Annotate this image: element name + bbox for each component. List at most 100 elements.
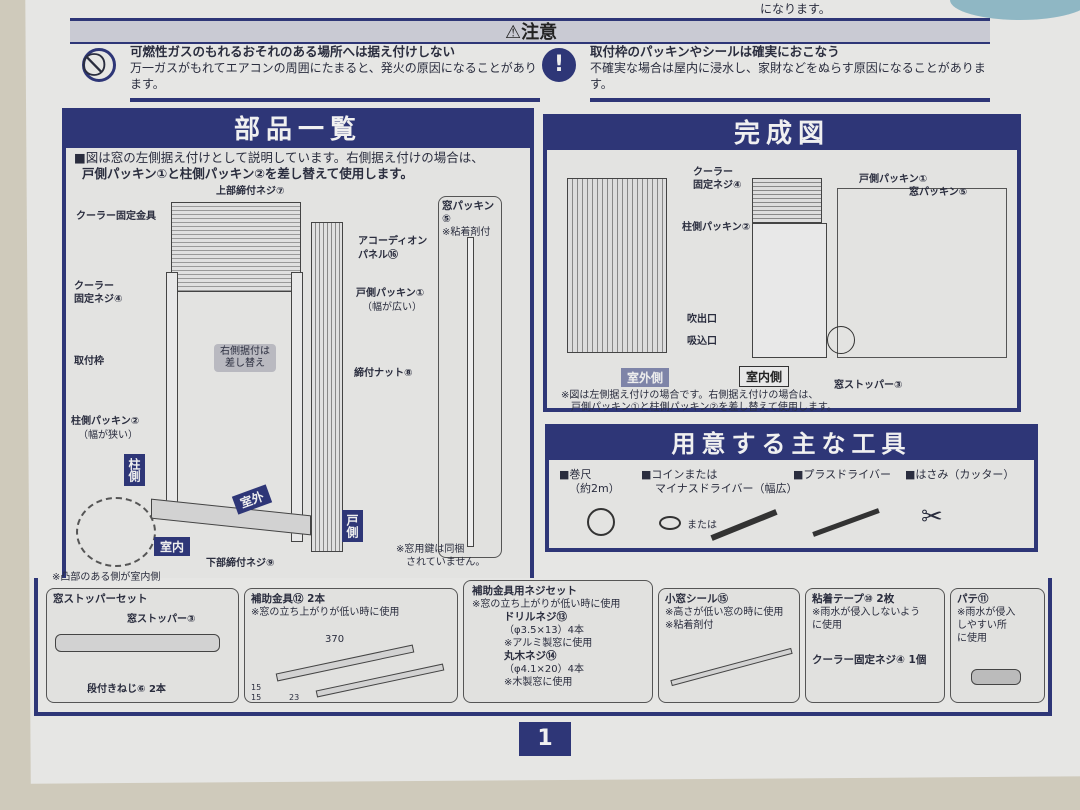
prohibited-icon: ⃠ — [82, 48, 116, 82]
label-accordion: アコーディオン — [358, 236, 428, 247]
accessories-section: 窓ストッパーセット 窓ストッパー③ 段付きねじ⑥ 2本 補助金具⑫ 2本 ※窓の… — [34, 578, 1052, 716]
step-screw-label: 段付きねじ⑥ 2本 — [87, 684, 166, 695]
parts-note: ■図は窓の左側据え付けとして説明しています。右側据え付けの場合は、 — [74, 150, 484, 165]
seal-drawing — [670, 647, 793, 687]
detail-circle — [76, 497, 156, 567]
accessory-note: しやすい所 — [957, 620, 1007, 631]
label-accordion-2: パネル⑯ — [358, 250, 398, 261]
door-packing-drawing — [311, 222, 343, 552]
tool-coin-label: ■コインまたは — [641, 468, 718, 481]
blue-object — [950, 0, 1080, 20]
drill-screw-use: ※アルミ製窓に使用 — [504, 638, 593, 649]
label-stopper: 窓ストッパー③ — [834, 380, 903, 391]
accessory-title: 窓ストッパーセット — [53, 593, 148, 605]
indoor-unit-drawing — [752, 223, 827, 358]
label-outlet: 吹出口 — [687, 314, 717, 325]
exclamation-icon: ! — [542, 48, 576, 82]
label-pillar-packing: 柱側パッキン② — [71, 416, 140, 427]
warning-body: 不確実な場合は屋内に浸水し、家財などをぬらす原因になることがあります。 — [590, 61, 986, 91]
wood-screw-size: （φ4.1×20）4本 — [504, 664, 584, 675]
accessory-title: 補助金具用ネジセット — [472, 585, 577, 597]
completed-title: 完成図 — [547, 118, 1017, 150]
label-cooler-screw: クーラー — [74, 281, 114, 292]
accessory-note: に使用 — [812, 620, 842, 631]
completed-section: 完成図 クーラー 固定ネジ④ 戸側パッキン① 窓パッキン⑤ 柱側パッキン② 吹出… — [543, 114, 1021, 413]
frame-drawing — [291, 272, 303, 542]
swap-note-line: 右側据付は — [220, 346, 270, 357]
dim-c: 23 — [289, 693, 300, 702]
flathead-screwdriver-icon — [710, 509, 778, 541]
tool-phillips-label: ■プラスドライバー — [793, 468, 891, 481]
convex-note: ※凸部のある側が室内側 — [52, 572, 161, 583]
accordion-panel-drawing — [171, 202, 301, 292]
label-cooler-screw-2: 固定ネジ④ — [693, 180, 742, 191]
swap-note: 右側据付は差し替え — [214, 344, 276, 372]
parts-section: 部品一覧 ■図は窓の左側据え付けとして説明しています。右側据え付けの場合は、 戸… — [52, 108, 534, 583]
accessory-title: 粘着テープ⑩ 2枚 — [812, 593, 895, 605]
pillar-side-arrow: 柱側 — [124, 454, 145, 486]
label-pillar-packing: 柱側パッキン② — [682, 222, 751, 233]
tool-tape-label: ■巻尺 — [559, 468, 592, 481]
scissors-icon: ✂ — [921, 502, 943, 532]
outdoor-unit-drawing — [567, 178, 667, 353]
warning-body: 万一ガスがもれてエアコンの周囲にたまると、発火の原因になることがあります。 — [130, 61, 537, 91]
accessory-title: 小窓シール⑮ — [665, 593, 728, 605]
stopper-circle — [827, 326, 855, 354]
window-packing-strip — [467, 237, 474, 547]
dim-b: 15 — [251, 693, 262, 702]
label-nut: 締付ナット⑧ — [354, 368, 413, 379]
window-drawing — [837, 188, 1007, 358]
accordion-drawing — [752, 178, 822, 223]
phillips-screwdriver-icon — [812, 508, 880, 537]
top-fragment: になります。 — [760, 2, 831, 16]
tool-scissors-label: ■はさみ（カッター） — [905, 468, 1015, 481]
label-door-packing: 戸側パッキン① — [859, 174, 928, 185]
label-frame: 取付枠 — [74, 356, 104, 367]
door-side-arrow: 戸側 — [342, 510, 363, 542]
warning-gas: ⃠ 可燃性ガスのもれるおそれのある場所へは据え付けしない 万一ガスがもれてエアコ… — [82, 44, 540, 102]
window-packing-box: 窓パッキン⑤ ※粘着剤付 — [438, 196, 502, 558]
adhesive-tape: 粘着テープ⑩ 2枚 ※雨水が侵入しないよう に使用 クーラー固定ネジ④ 1個 — [805, 588, 945, 703]
stopper-label: 窓ストッパー③ — [127, 614, 196, 625]
adhesive-note: ※粘着剤付 — [442, 227, 491, 238]
label-door-packing-note: （幅が広い） — [362, 302, 422, 313]
page-number: 1 — [519, 722, 571, 756]
warning-heading: 取付枠のパッキンやシールは確実におこなう — [590, 44, 840, 59]
warning-heading: 可燃性ガスのもれるおそれのある場所へは据え付けしない — [130, 44, 456, 59]
tools-title: 用意する主な工具 — [549, 428, 1034, 460]
wood-screw-label: 丸木ネジ⑭ — [504, 650, 557, 662]
parts-title: 部品一覧 — [66, 112, 530, 148]
stopper-drawing — [55, 634, 220, 652]
drill-screw-label: ドリルネジ⑬ — [504, 611, 567, 623]
indoor-arrow: 室内 — [154, 537, 191, 556]
tool-tape-sub: （約2m） — [569, 482, 620, 495]
dim-a: 15 — [251, 683, 262, 692]
small-window-seal: 小窓シール⑮ ※高さが低い窓の時に使用 ※粘着剤付 — [658, 588, 800, 703]
label-top-screw: 上部締付ネジ⑦ — [216, 186, 285, 197]
caution-band — [70, 18, 990, 44]
label-door-packing: 戸側パッキン① — [356, 288, 425, 299]
label-cooler-screw: クーラー — [693, 167, 733, 178]
key-note: ※窓用鍵は同梱 — [396, 544, 465, 555]
tool-coin-sub: マイナスドライバー（幅広） — [655, 482, 798, 495]
caution-title: ⚠注意 — [505, 22, 558, 43]
indoor-side-tag: 室内側 — [739, 366, 790, 387]
accessory-note: ※粘着剤付 — [665, 620, 714, 631]
tools-section: 用意する主な工具 ■巻尺 （約2m） ■コインまたは マイナスドライバー（幅広）… — [545, 424, 1038, 552]
accessory-note: ※窓の立ち上がりが低い時に使用 — [251, 607, 400, 618]
cooler-screw-label: クーラー固定ネジ④ 1個 — [812, 654, 927, 666]
label-inlet: 吸込口 — [687, 336, 717, 347]
accessory-title: 補助金具⑫ 2本 — [251, 593, 325, 605]
wood-screw-use: ※木製窓に使用 — [504, 677, 573, 688]
window-packing-label: 窓パッキン⑤ — [442, 200, 495, 225]
frame-drawing — [166, 272, 178, 512]
completed-note-2: 戸側パッキン①と柱側パッキン②を差し替えて使用します。 — [571, 402, 837, 413]
accessory-note: ※雨水が侵入 — [957, 607, 1016, 618]
dim-length: 370 — [325, 634, 345, 645]
putty-drawing — [971, 669, 1021, 685]
accessory-note: ※雨水が侵入しないよう — [812, 607, 921, 618]
label-cooler-bracket: クーラー固定金具 — [76, 211, 156, 222]
accessory-note: ※高さが低い窓の時に使用 — [665, 607, 784, 618]
screw-set: 補助金具用ネジセット ※窓の立ち上がりが低い時に使用 ドリルネジ⑬ （φ3.5×… — [463, 580, 653, 703]
frame-bottom-drawing — [151, 498, 311, 536]
